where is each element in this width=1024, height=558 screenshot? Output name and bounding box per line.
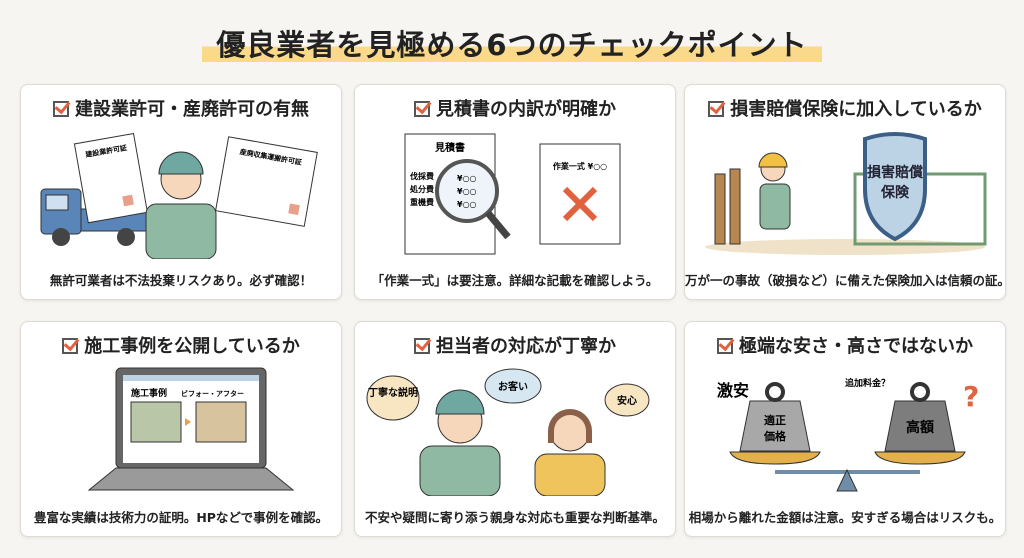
svg-text:お客い: お客い <box>498 380 528 393</box>
checkpoint-card-license: 建設業許可・産廃許可の有無 建設業許可証 産廃収集運搬許可証 無許可業者は不法投… <box>20 84 342 300</box>
svg-text:見積書: 見積書 <box>434 141 465 154</box>
svg-text:作業一式 ¥○○: 作業一式 ¥○○ <box>553 161 607 171</box>
insurance-illustration: 損害賠償 保険 <box>705 132 987 255</box>
card-title: 見積書の内訳が明確か <box>355 95 675 121</box>
price-value: ¥○○ <box>457 200 477 209</box>
card-title: 施工事例を公開しているか <box>21 332 341 358</box>
svg-text:損害賠償: 損害賠償 <box>867 164 924 181</box>
svg-text:高額: 高額 <box>906 419 934 436</box>
broken-fence-icon <box>714 168 741 245</box>
svg-text:追加料金？: 追加料金？ <box>845 377 890 389</box>
page-title: 優良業者を見極める6つのチェックポイント <box>0 22 1024 64</box>
laptop-illustration: 施工事例 ビフォー・アフター <box>87 367 295 491</box>
cross-icon <box>562 186 598 222</box>
checkbox-icon <box>708 101 725 117</box>
customer-icon <box>534 409 606 496</box>
worker-icon <box>419 389 501 496</box>
card-title: 損害賠償保険に加入しているか <box>685 95 1005 121</box>
svg-text:?: ? <box>963 380 979 413</box>
balance-scale-illustration: 激安 適正 価格 追加料金？ 高額 ? <box>717 377 979 492</box>
card-title: 建設業許可・産廃許可の有無 <box>21 95 341 121</box>
checkpoint-card-estimate: 見積書の内訳が明確か 見積書 伐採費処分費重機費 ¥○○ ¥○○ ¥○○ 作業一式 … <box>354 84 676 300</box>
svg-text:価格: 価格 <box>763 429 787 443</box>
magnifier-icon <box>435 159 511 240</box>
worker-icon <box>758 152 791 230</box>
checkpoint-card-price: 極端な安さ・高さではないか 激安 適正 価格 追加料金？ 高額 ? 相場から離れ… <box>684 321 1006 537</box>
card-caption: 豊富な実績は技術力の証明。HPなどで事例を確認。 <box>33 510 329 525</box>
svg-text:ビフォー・アフター: ビフォー・アフター <box>181 389 244 398</box>
svg-text:伐採費: 伐採費 <box>410 171 434 181</box>
checkpoint-card-insurance: 損害賠償保険に加入しているか 損害賠償 保険 万が一の事故（破損など）に備えた保… <box>684 84 1011 300</box>
price-value: ¥○○ <box>457 187 477 196</box>
worker-with-licenses-illustration: 建設業許可証 産廃収集運搬許可証 <box>40 132 318 259</box>
card-caption: 不安や疑問に寄り添う親身な対応も重要な判断基準。 <box>364 510 665 525</box>
svg-text:重機費: 重機費 <box>410 197 434 207</box>
card-title: 極端な安さ・高さではないか <box>685 332 1005 358</box>
checkbox-icon <box>717 338 733 354</box>
checkbox-icon <box>414 338 430 354</box>
checkbox-icon <box>414 101 430 117</box>
worker-icon <box>145 151 217 259</box>
svg-text:処分費: 処分費 <box>409 184 434 194</box>
checkpoint-card-staff: 担当者の対応が丁寧か 丁寧な説明 お客い 安心 不安や疑問に寄り添う親身な対応も… <box>354 321 676 537</box>
card-caption: 相場から離れた金額は注意。安すぎる場合はリスクも。 <box>688 510 1002 525</box>
card-caption: 「作業一式」は要注意。詳細な記載を確認しよう。 <box>371 273 659 288</box>
svg-text:保険: 保険 <box>880 184 910 201</box>
svg-text:丁寧な説明: 丁寧な説明 <box>368 386 418 399</box>
svg-text:施工事例: 施工事例 <box>131 387 167 399</box>
svg-text:激安: 激安 <box>717 381 749 400</box>
checkpoint-card-portfolio: 施工事例を公開しているか 施工事例 ビフォー・アフター 豊富な実績は技術力の証明… <box>20 321 342 537</box>
svg-text:適正: 適正 <box>764 413 786 427</box>
price-value: ¥○○ <box>457 174 477 183</box>
shield-icon <box>863 132 927 242</box>
card-caption: 万が一の事故（破損など）に備えた保険加入は信頼の証。 <box>685 273 1011 288</box>
checkbox-icon <box>53 101 69 117</box>
conversation-illustration: 丁寧な説明 お客い 安心 <box>366 368 650 496</box>
card-title: 担当者の対応が丁寧か <box>355 332 675 358</box>
checkbox-icon <box>62 338 79 354</box>
svg-text:安心: 安心 <box>617 394 637 407</box>
card-caption: 無許可業者は不法投棄リスクあり。必ず確認！ <box>49 273 313 288</box>
